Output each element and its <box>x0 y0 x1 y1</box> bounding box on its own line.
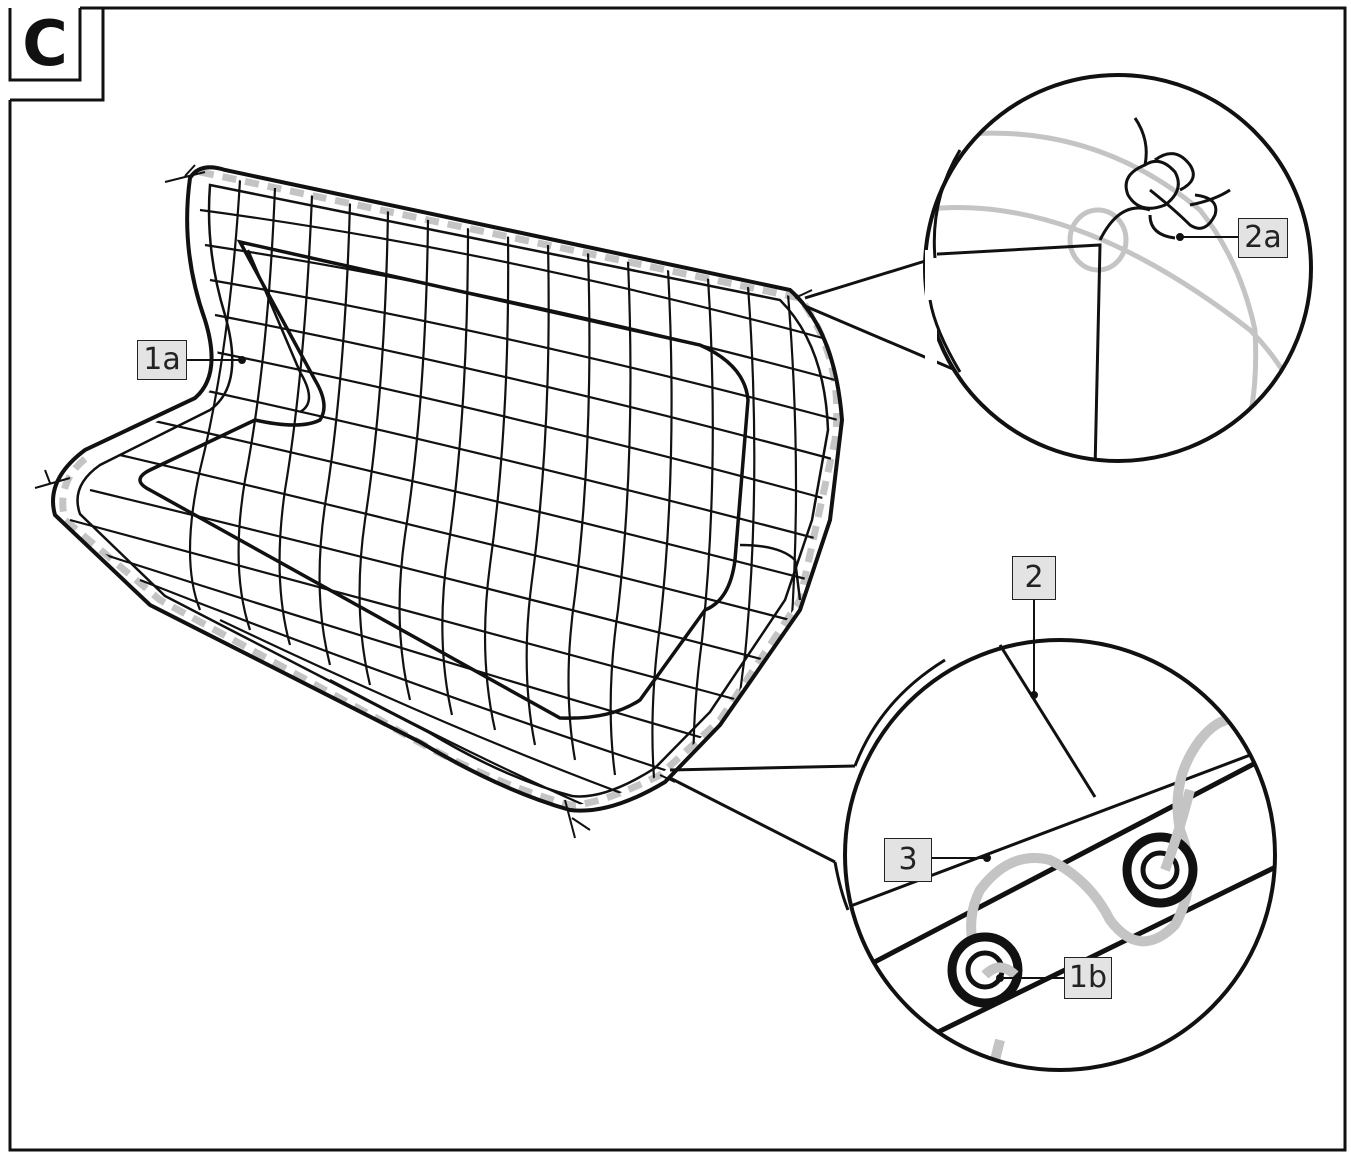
leader-1a <box>187 356 246 364</box>
knot-detail <box>804 73 1313 463</box>
callout-1b: 1b <box>1064 957 1112 999</box>
callout-2a: 2a <box>1238 218 1288 258</box>
callout-2: 2 <box>1012 556 1056 600</box>
inner-frame <box>138 239 750 720</box>
frame <box>8 6 1347 1152</box>
seat-frame-outer <box>51 165 845 813</box>
callout-1a: 1a <box>137 340 187 380</box>
panel-letter: C <box>22 7 68 80</box>
eyelet-detail <box>669 600 1277 1072</box>
eyelet-left <box>947 932 1023 1008</box>
edge-cord <box>59 168 841 809</box>
eyelet-right <box>1122 832 1198 908</box>
swing-seat <box>34 164 845 839</box>
callout-3: 3 <box>884 838 932 882</box>
